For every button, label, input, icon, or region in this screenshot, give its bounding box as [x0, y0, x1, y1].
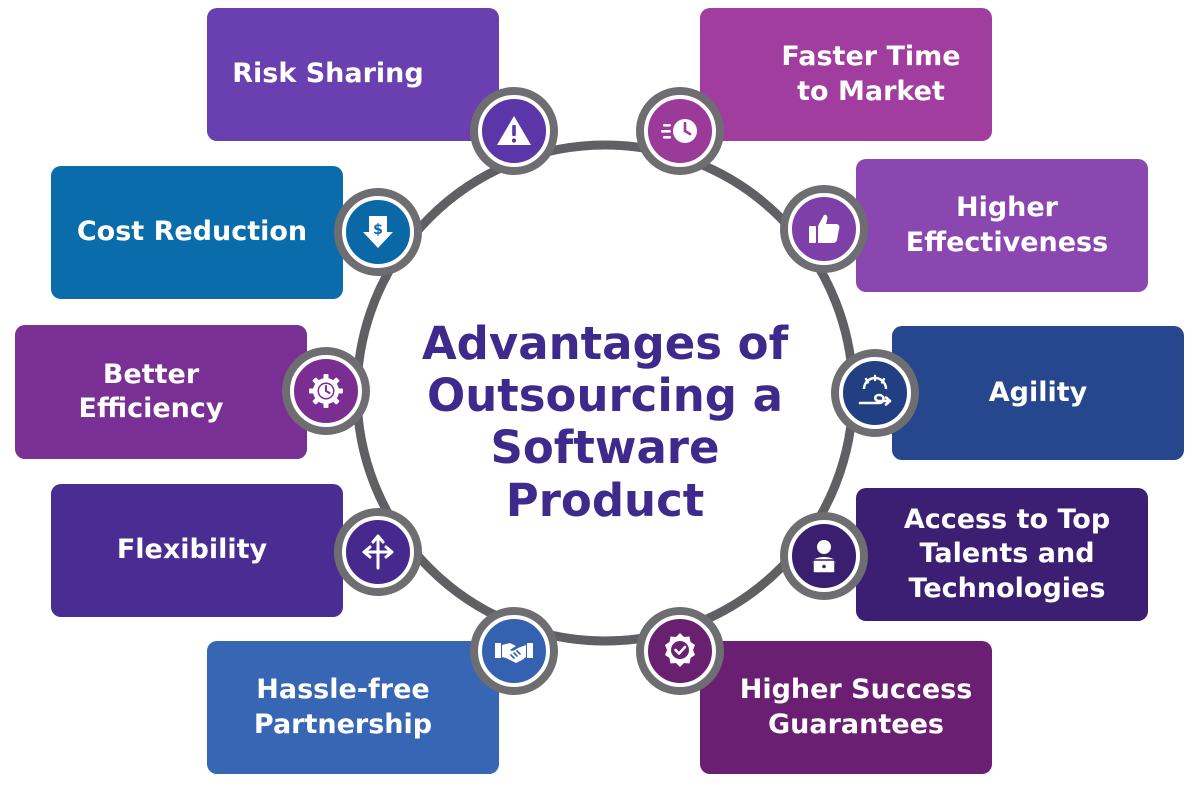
badge-agility: [831, 349, 919, 437]
badge-inner: [290, 355, 362, 427]
card-label: Cost Reduction: [76, 216, 308, 248]
card-label: Risk Sharing: [232, 58, 424, 90]
handshake-icon: [495, 643, 533, 663]
award-badge-icon: [665, 633, 695, 667]
badge-inner: [644, 95, 716, 167]
badge-better-efficiency: [282, 347, 370, 435]
badge-higher-success: [636, 607, 724, 695]
card-label: Hassle-free Partnership: [253, 674, 433, 740]
badge-risk-sharing: [470, 87, 558, 175]
card-label: Faster Time to Market: [781, 41, 961, 107]
badge-inner: [644, 615, 716, 687]
card-label: Higher Success Guarantees: [739, 674, 973, 740]
agility-icon: [858, 374, 892, 406]
card-faster-time-to-market: Faster Time to Market: [700, 8, 992, 141]
card-access-to-top-talents: Access to Top Talents and Technologies: [856, 488, 1148, 621]
card-higher-success-guarantees: Higher Success Guarantees: [700, 641, 992, 774]
dollar-down-icon: $: [363, 216, 393, 248]
badge-inner: [839, 357, 911, 429]
card-label: Flexibility: [116, 534, 268, 566]
thumbs-up-icon: [809, 214, 840, 243]
badge-faster-time: [636, 87, 724, 175]
badge-inner: [788, 193, 860, 265]
card-label: Agility: [988, 376, 1088, 408]
badge-cost-reduction: $: [334, 188, 422, 276]
card-risk-sharing: Risk Sharing: [207, 8, 499, 141]
card-agility: Agility: [892, 326, 1184, 460]
developer-laptop-icon: [812, 540, 836, 574]
card-higher-effectiveness: Higher Effectiveness: [856, 159, 1148, 292]
badge-access-talents: [780, 512, 868, 600]
card-label: Access to Top Talents and Technologies: [903, 504, 1111, 604]
gear-clock-icon: [309, 374, 343, 408]
badge-inner: [342, 516, 414, 588]
badge-inner: [478, 615, 550, 687]
badge-flexibility: [334, 508, 422, 596]
card-label: Better Efficiency: [78, 358, 224, 424]
badge-higher-effectiveness: [780, 185, 868, 273]
card-better-efficiency: Better Efficiency: [15, 325, 307, 459]
center-title: Advantages of Outsourcing a Software Pro…: [421, 317, 789, 527]
badge-inner: [478, 95, 550, 167]
svg-text:$: $: [373, 222, 383, 238]
fast-clock-icon: [661, 119, 697, 143]
card-hassle-free-partnership: Hassle-free Partnership: [207, 641, 499, 774]
card-label: Higher Effectiveness: [905, 192, 1109, 258]
badge-hassle-free: [470, 607, 558, 695]
badge-inner: $: [342, 196, 414, 268]
warning-icon: [497, 116, 531, 145]
split-arrows-icon: [362, 534, 394, 570]
badge-inner: [788, 520, 860, 592]
card-flexibility: Flexibility: [51, 484, 343, 617]
card-cost-reduction: Cost Reduction: [51, 166, 343, 299]
